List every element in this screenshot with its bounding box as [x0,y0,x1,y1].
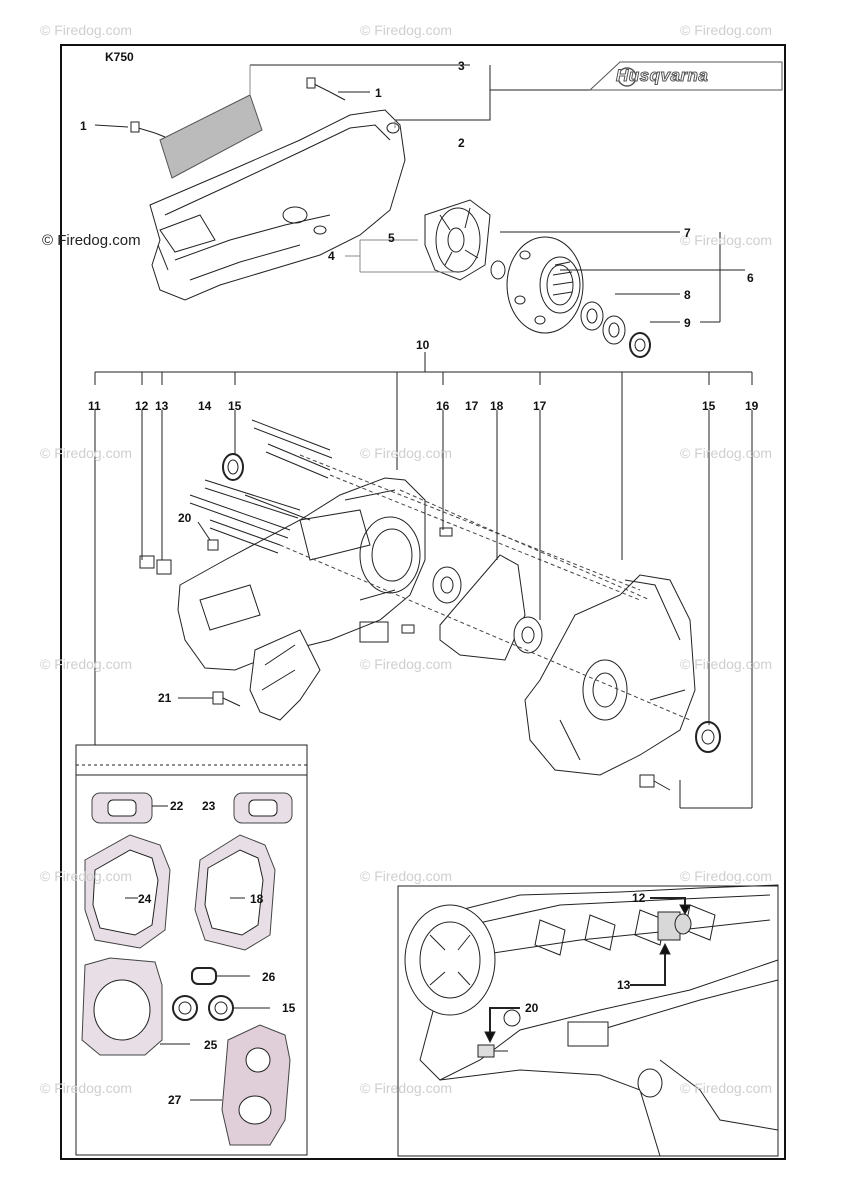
diagram-frame [60,44,786,1160]
part-label-15: 15 [282,1001,296,1015]
part-label-17: 17 [465,399,479,413]
crankcase-left [177,477,426,721]
part-label-23: 23 [202,799,216,813]
part-label-9: 9 [684,316,691,330]
part-label-12: 12 [135,399,149,413]
part-20 [207,539,219,551]
watermark: © Firedog.com [360,868,453,884]
gasket-kit [75,744,308,1156]
watermark: © Firedog.com [680,445,773,461]
part-label-6: 6 [747,271,754,285]
part-label-8: 8 [684,288,691,302]
clutch-shoe [424,199,491,281]
clutch-cover [149,94,406,301]
part-label-22: 22 [170,799,184,813]
inset-label-12: 12 [632,891,646,905]
part-label-17: 17 [533,399,547,413]
watermark: © Firedog.com [680,656,773,672]
part-label-16: 16 [436,399,450,413]
crankcase-bolts [189,419,333,554]
part-label-18: 18 [250,892,264,906]
oil-seal-right [695,721,721,753]
part-label-1: 1 [375,86,382,100]
part-label-14: 14 [198,399,212,413]
watermark: © Firedog.com [360,656,453,672]
detail-inset [397,884,779,1157]
screw-bottom [639,774,671,791]
part-label-7: 7 [684,226,691,240]
watermark: © Firedog.com [40,868,133,884]
watermark: © Firedog.com [360,22,453,38]
watermark: © Firedog.com [680,1080,773,1096]
watermark: © Firedog.com [680,22,773,38]
part-label-15: 15 [228,399,242,413]
dowel-pin [439,527,453,537]
brand-logo: Husqvarna [615,66,709,86]
watermark: © Firedog.com [40,1080,133,1096]
husqvarna-crown-icon [617,67,637,87]
watermark: © Firedog.com [360,445,453,461]
oil-seal-left [222,453,244,481]
watermark: © Firedog.com [680,232,773,248]
watermark: © Firedog.com [360,1080,453,1096]
watermark: © Firedog.com [40,445,133,461]
part-label-19: 19 [745,399,759,413]
screw-1a [130,121,166,138]
part-label-1: 1 [80,119,87,133]
part-label-24: 24 [138,892,152,906]
part-label-25: 25 [204,1038,218,1052]
part-label-3: 3 [458,59,465,73]
part-label-27: 27 [168,1093,182,1107]
inset-label-13: 13 [617,978,631,992]
inset-label-20: 20 [525,1001,539,1015]
part-label-4: 4 [328,249,335,263]
part-label-13: 13 [155,399,169,413]
washer [490,260,506,280]
part-label-2: 2 [458,136,465,150]
part-label-20: 20 [178,511,192,525]
screw-21 [212,691,241,707]
part-label-21: 21 [158,691,172,705]
part-label-26: 26 [262,970,276,984]
screw-1b [306,77,346,101]
main-bearing-right [513,616,543,654]
crankcase-right [524,574,696,776]
nut-12-13 [139,555,172,575]
part-label-18: 18 [490,399,504,413]
watermark: © Firedog.com [42,232,141,249]
model-label: K750 [105,50,134,64]
main-bearing-left [432,566,462,604]
clutch-drum [506,236,584,334]
part-label-15: 15 [702,399,716,413]
part-label-5: 5 [388,231,395,245]
bearings [580,301,651,358]
watermark: © Firedog.com [40,656,133,672]
part-label-11: 11 [88,399,101,413]
watermark: © Firedog.com [680,868,773,884]
part-label-10: 10 [416,338,430,352]
watermark: © Firedog.com [40,22,133,38]
